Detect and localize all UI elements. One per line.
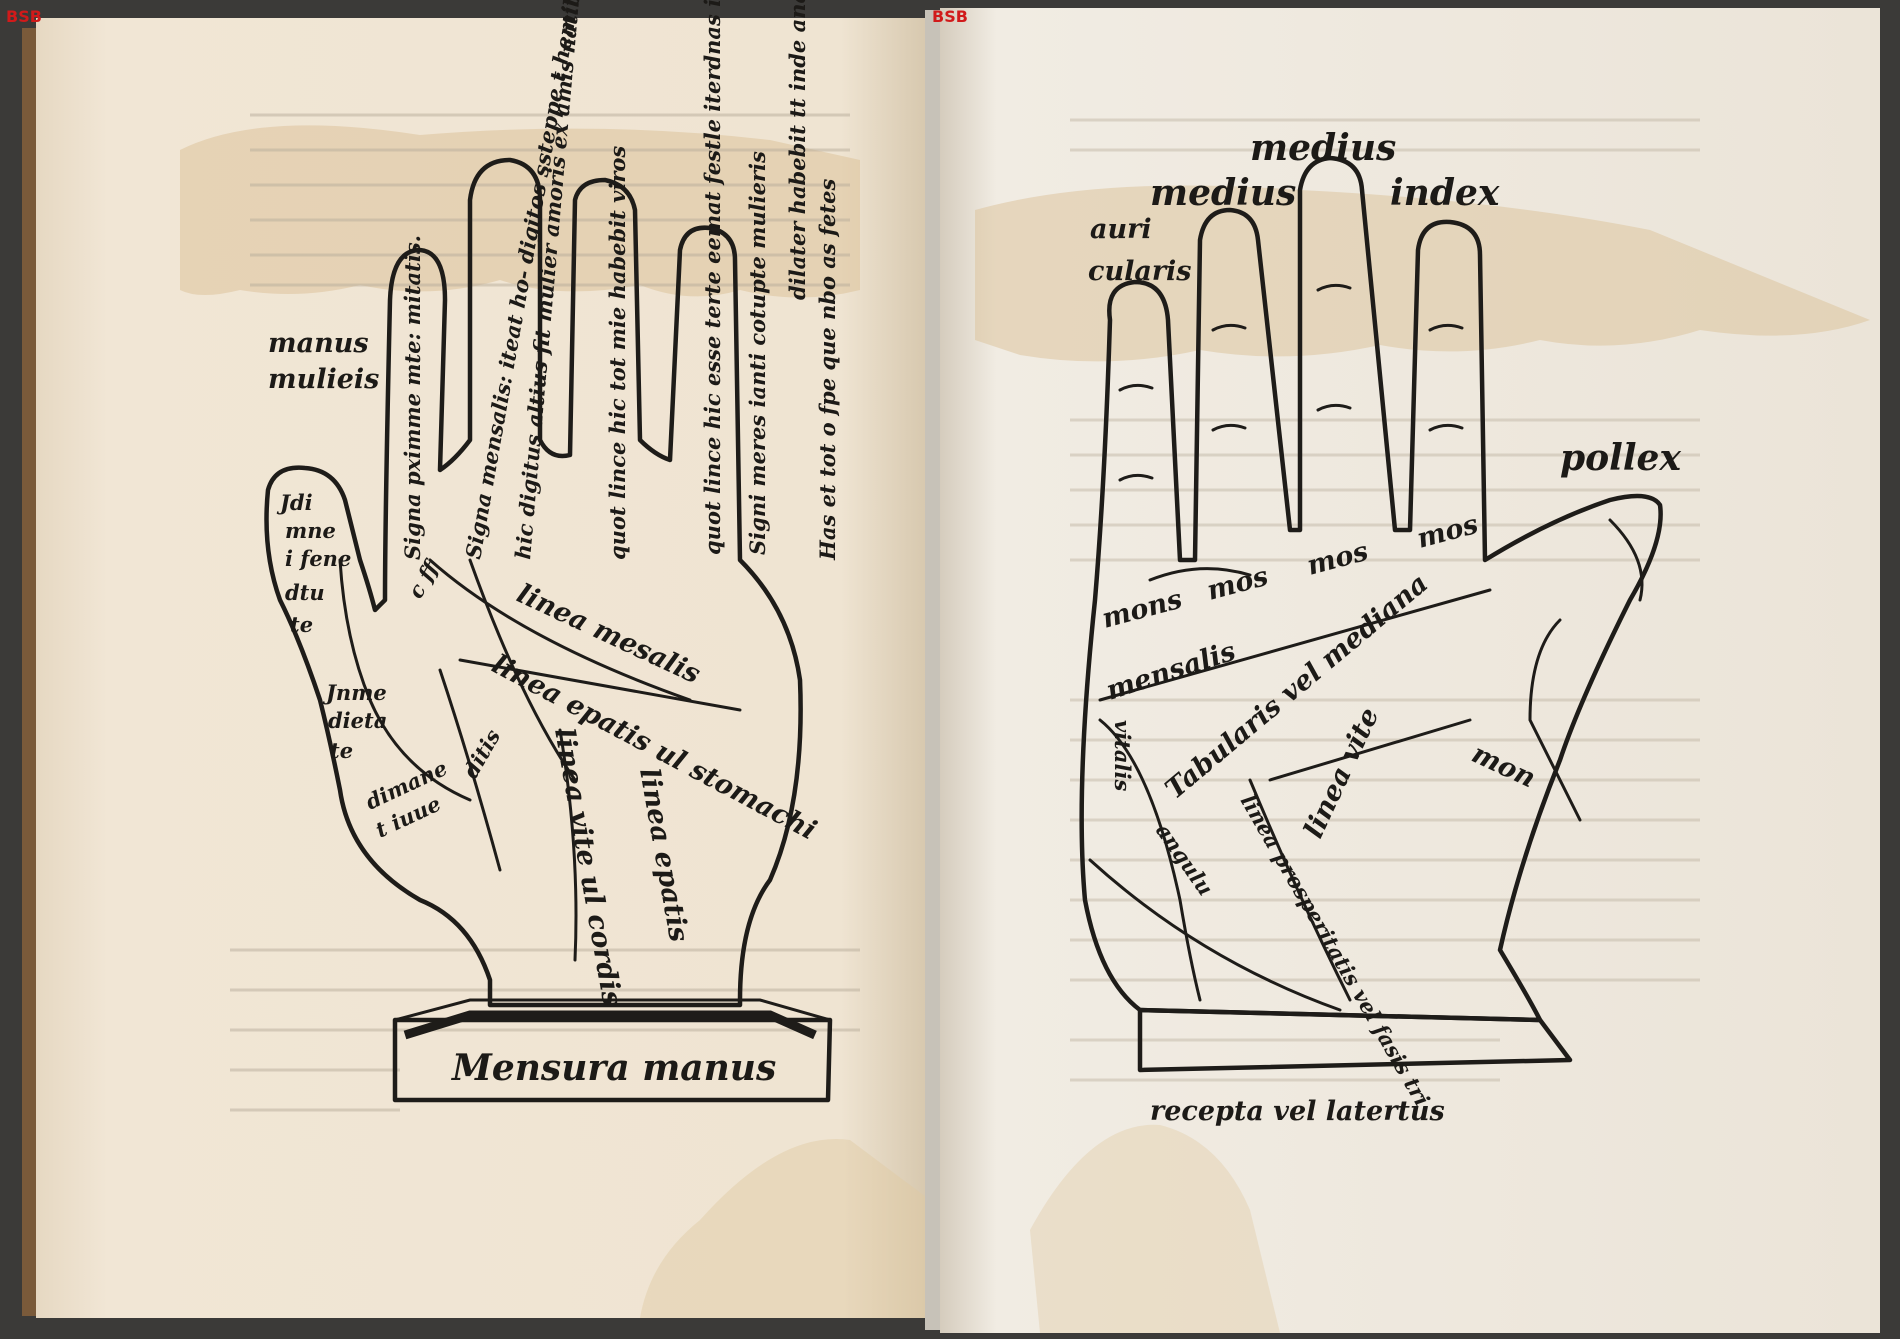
- finger-index-label: index: [1390, 172, 1500, 214]
- thumb-label-3: i fene: [285, 546, 351, 571]
- finger-pollex-label: pollex: [1560, 437, 1681, 479]
- thumb-label-2: mne: [285, 518, 336, 543]
- finger-label-6: Signi meres ianti cotupte mulieris: [745, 151, 770, 555]
- thumb-label-4: dtu: [285, 580, 325, 605]
- thumb-label-6: Jnme: [322, 680, 387, 705]
- finger-label-5: quot lince hic esse terte eemat festle i…: [700, 0, 725, 555]
- finger-label-7: dilater habebit tt inde ana atalis tot m: [785, 0, 810, 300]
- thumb-label-5: te: [290, 612, 313, 637]
- right-page: BSB medius medius index auri culari: [932, 7, 1880, 1333]
- manus-label-2: mulieis: [268, 364, 379, 395]
- gutter: [925, 10, 943, 1330]
- manus-label-1: manus: [268, 328, 369, 359]
- thumb-label-8: te: [330, 738, 353, 763]
- finger-auri-label: auri: [1090, 214, 1152, 245]
- library-mark-right: BSB: [932, 7, 968, 26]
- finger-label-8: Has et tot o fpe que nbo as fetes: [815, 179, 840, 561]
- finger-label-4: quot lince hic tot mie habebit viros: [605, 146, 630, 560]
- thumb-label-1: Jdi: [276, 490, 313, 515]
- right-wrist: [1137, 1007, 1573, 1073]
- left-cuff: [392, 1017, 833, 1103]
- finger-cularis-label: cularis: [1088, 256, 1192, 287]
- thumb-label-7: dieta: [328, 708, 387, 733]
- left-page: BSB manus mulieis Signa pximme mte: mita…: [6, 0, 930, 1318]
- vitalis-label: vitalis: [1110, 720, 1135, 791]
- finger-label-1: Signa pximme mte: mitatis.: [400, 235, 425, 560]
- mensura-manus-label: Mensura manus: [450, 1047, 776, 1089]
- left-hand-outline: [264, 157, 803, 1008]
- recepta-label: recepta vel latertus: [1150, 1096, 1445, 1127]
- finger-medius2-label: medius: [1150, 172, 1296, 214]
- library-mark-left: BSB: [6, 7, 42, 26]
- cover-edge: [22, 28, 38, 1316]
- manus-label: manus mulieis: [268, 328, 379, 395]
- finger-medius-label: medius: [1250, 127, 1396, 169]
- right-hand-outline: [1079, 155, 1663, 1023]
